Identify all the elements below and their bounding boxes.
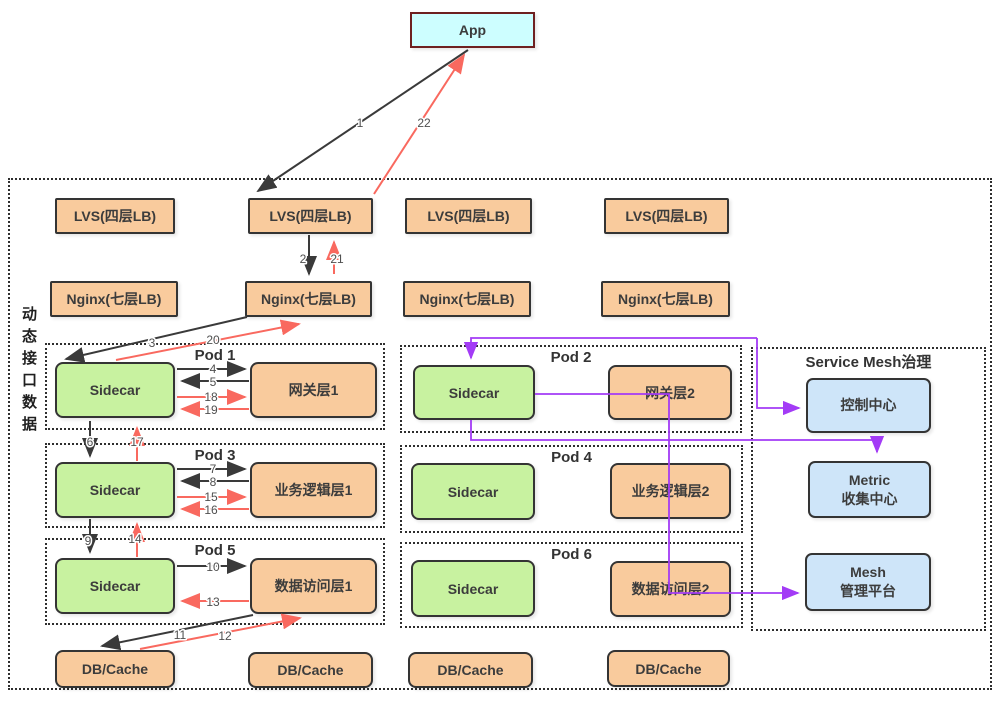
db-cache-box-2: DB/Cache bbox=[248, 652, 373, 688]
db-cache-box-2-label: DB/Cache bbox=[277, 662, 344, 678]
nginx-box-3-label: Nginx(七层LB) bbox=[419, 291, 515, 307]
nginx-box-4: Nginx(七层LB) bbox=[601, 281, 730, 317]
pod-4-business-box: 业务逻辑层2 bbox=[610, 463, 731, 519]
metric-center-label-line2: 收集中心 bbox=[841, 490, 898, 507]
pod-5-dataaccess-box: 数据访问层1 bbox=[250, 558, 377, 614]
pod-4-sidecar-box: Sidecar bbox=[411, 463, 535, 520]
pod-1-gateway-label: 网关层1 bbox=[288, 382, 339, 398]
pod-1-sidecar-box: Sidecar bbox=[55, 362, 175, 418]
dynamic-interface-data-label: 动态接口数据 bbox=[20, 306, 37, 438]
lvs-box-4: LVS(四层LB) bbox=[604, 198, 729, 234]
pod-3-container: Pod 3 bbox=[45, 443, 385, 528]
lvs-box-1-label: LVS(四层LB) bbox=[73, 208, 157, 224]
nginx-box-1: Nginx(七层LB) bbox=[50, 281, 178, 317]
lvs-box-1: LVS(四层LB) bbox=[55, 198, 175, 234]
lvs-box-2-label: LVS(四层LB) bbox=[269, 208, 352, 224]
pod-3-business-label: 业务逻辑层1 bbox=[274, 482, 353, 498]
pod-5-title: Pod 5 bbox=[194, 542, 236, 559]
control-center-box: 控制中心 bbox=[806, 378, 931, 433]
nginx-box-2: Nginx(七层LB) bbox=[245, 281, 372, 317]
flow-22-line bbox=[373, 53, 466, 195]
db-cache-box-1-label: DB/Cache bbox=[81, 661, 149, 677]
app-box: App bbox=[410, 12, 535, 48]
app-box-label: App bbox=[458, 22, 487, 38]
nginx-box-2-label: Nginx(七层LB) bbox=[261, 291, 356, 307]
nginx-box-1-label: Nginx(七层LB) bbox=[66, 291, 162, 307]
pod-2-gateway-label: 网关层2 bbox=[645, 384, 695, 401]
pod-3-sidecar-label: Sidecar bbox=[89, 482, 141, 498]
pod-2-sidecar-box: Sidecar bbox=[413, 365, 535, 420]
pod-1-gateway-box: 网关层1 bbox=[250, 362, 377, 418]
db-cache-box-1: DB/Cache bbox=[55, 650, 175, 688]
flow-1-label: 1 bbox=[357, 116, 364, 130]
pod-5-dataaccess-label: 数据访问层1 bbox=[274, 578, 353, 594]
lvs-box-3: LVS(四层LB) bbox=[405, 198, 532, 234]
control-center-label: 控制中心 bbox=[840, 397, 897, 414]
pod-4-business-label: 业务逻辑层2 bbox=[631, 483, 710, 499]
lvs-box-4-label: LVS(四层LB) bbox=[625, 208, 708, 224]
pod-2-gateway-box: 网关层2 bbox=[608, 365, 732, 420]
db-cache-box-3-label: DB/Cache bbox=[437, 662, 504, 678]
pod-6-dataaccess-label: 数据访问层2 bbox=[631, 581, 710, 597]
metric-center-box: Metric 收集中心 bbox=[808, 461, 931, 518]
pod-5-sidecar-box: Sidecar bbox=[55, 558, 175, 614]
pod-3-sidecar-box: Sidecar bbox=[55, 462, 175, 518]
pod-6-sidecar-label: Sidecar bbox=[447, 580, 499, 597]
metric-center-label-line1: Metric bbox=[848, 471, 891, 488]
service-mesh-title: Service Mesh治理 bbox=[805, 354, 932, 371]
pod-3-business-box: 业务逻辑层1 bbox=[250, 462, 377, 518]
db-cache-box-3: DB/Cache bbox=[408, 652, 533, 688]
lvs-box-3-label: LVS(四层LB) bbox=[427, 208, 510, 224]
db-cache-box-4-label: DB/Cache bbox=[635, 660, 702, 677]
pod-4-sidecar-label: Sidecar bbox=[447, 483, 499, 500]
flow-1-line bbox=[256, 49, 469, 193]
flow-22-label: 22 bbox=[417, 116, 431, 130]
cluster-container bbox=[8, 178, 992, 690]
pod-6-dataaccess-box: 数据访问层2 bbox=[610, 561, 731, 617]
mesh-platform-label-line2: 管理平台 bbox=[840, 583, 896, 599]
db-cache-box-4: DB/Cache bbox=[607, 650, 730, 687]
pod-1-sidecar-label: Sidecar bbox=[89, 382, 141, 398]
pod-2-sidecar-label: Sidecar bbox=[448, 384, 500, 401]
nginx-box-4-label: Nginx(七层LB) bbox=[618, 291, 713, 307]
pod-3-title: Pod 3 bbox=[194, 447, 236, 464]
pod-2-title: Pod 2 bbox=[550, 349, 592, 366]
nginx-box-3: Nginx(七层LB) bbox=[403, 281, 531, 317]
lvs-box-2: LVS(四层LB) bbox=[248, 198, 373, 234]
pod-5-sidecar-label: Sidecar bbox=[89, 578, 141, 594]
mesh-platform-box: Mesh 管理平台 bbox=[805, 553, 931, 611]
mesh-platform-label-line1: Mesh bbox=[850, 564, 886, 581]
pod-6-sidecar-box: Sidecar bbox=[411, 560, 535, 617]
